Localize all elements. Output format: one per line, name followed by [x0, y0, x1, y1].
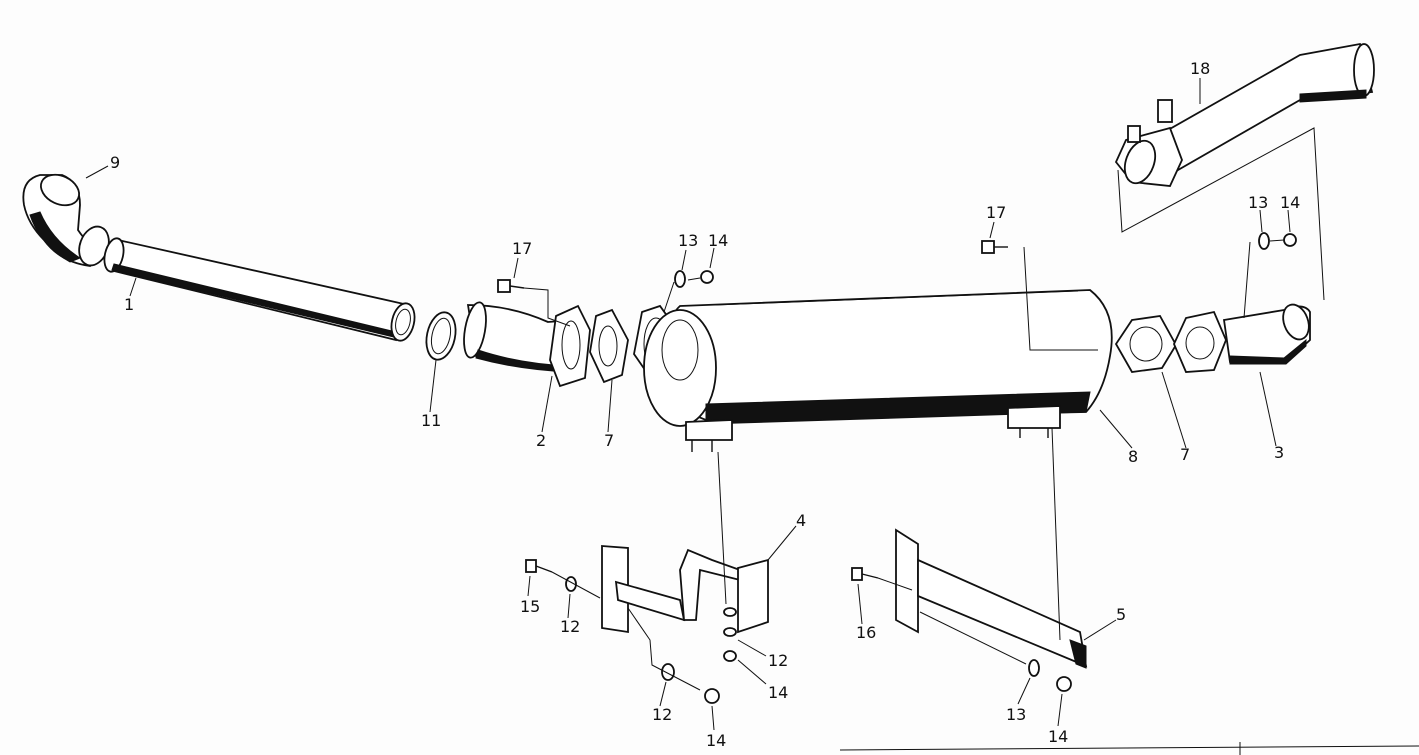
- label-16: 16: [856, 623, 876, 642]
- washer-13-top-left: [674, 270, 686, 288]
- label-11: 11: [421, 411, 441, 430]
- label-13-top-right: 13: [1248, 193, 1268, 212]
- label-5: 5: [1116, 605, 1126, 624]
- part-9-elbow: [22, 173, 110, 267]
- washer-13-top-right: [1258, 232, 1270, 250]
- bolt-15: [525, 559, 553, 573]
- label-14-top-left: 14: [708, 231, 728, 250]
- label-17-left: 17: [512, 239, 532, 258]
- label-13-top-left: 13: [678, 231, 698, 250]
- part-1-pipe: [103, 237, 416, 342]
- label-13-bottom: 13: [1006, 705, 1026, 724]
- label-9: 9: [110, 153, 120, 172]
- label-4: 4: [796, 511, 806, 530]
- nut-14-bottom-left: [704, 688, 720, 704]
- nut-14-top-left: [700, 270, 714, 284]
- part-5-support-arm: [895, 528, 1088, 669]
- label-12-bottom: 12: [652, 705, 672, 724]
- washer-13-bottom: [1028, 659, 1040, 677]
- part-7-gasket-left: [589, 308, 629, 384]
- bolt-17-left: [497, 279, 525, 293]
- part-18-tailpipe: [1114, 42, 1375, 301]
- part-4-bracket: [601, 545, 769, 662]
- label-12-right: 12: [768, 651, 788, 670]
- label-18: 18: [1190, 59, 1210, 78]
- nut-14-top-right: [1283, 233, 1297, 247]
- part-8-muffler: [643, 289, 1113, 452]
- bolt-16: [851, 567, 879, 581]
- label-14-bottom-right: 14: [1048, 727, 1068, 746]
- table-border-line: [839, 745, 1419, 751]
- label-1: 1: [124, 295, 134, 314]
- label-14-bottom-left: 14: [706, 731, 726, 750]
- part-11-ring: [425, 311, 457, 361]
- nut-14-bottom-right: [1056, 676, 1072, 692]
- label-17-right: 17: [986, 203, 1006, 222]
- label-7-left: 7: [604, 431, 614, 450]
- label-12-left: 12: [560, 617, 580, 636]
- label-14-mid: 14: [768, 683, 788, 702]
- label-3: 3: [1274, 443, 1284, 462]
- label-7-right: 7: [1180, 445, 1190, 464]
- bolt-17-right: [981, 240, 1008, 254]
- label-8: 8: [1128, 447, 1138, 466]
- label-14-top-right: 14: [1280, 193, 1300, 212]
- washer-12-bottom: [661, 663, 675, 681]
- part-3-outlet-bend: [1173, 303, 1311, 373]
- part-2-bend-pipe: [463, 301, 591, 388]
- label-2: 2: [536, 431, 546, 450]
- label-15: 15: [520, 597, 540, 616]
- part-7-gasket-right: [1114, 315, 1178, 373]
